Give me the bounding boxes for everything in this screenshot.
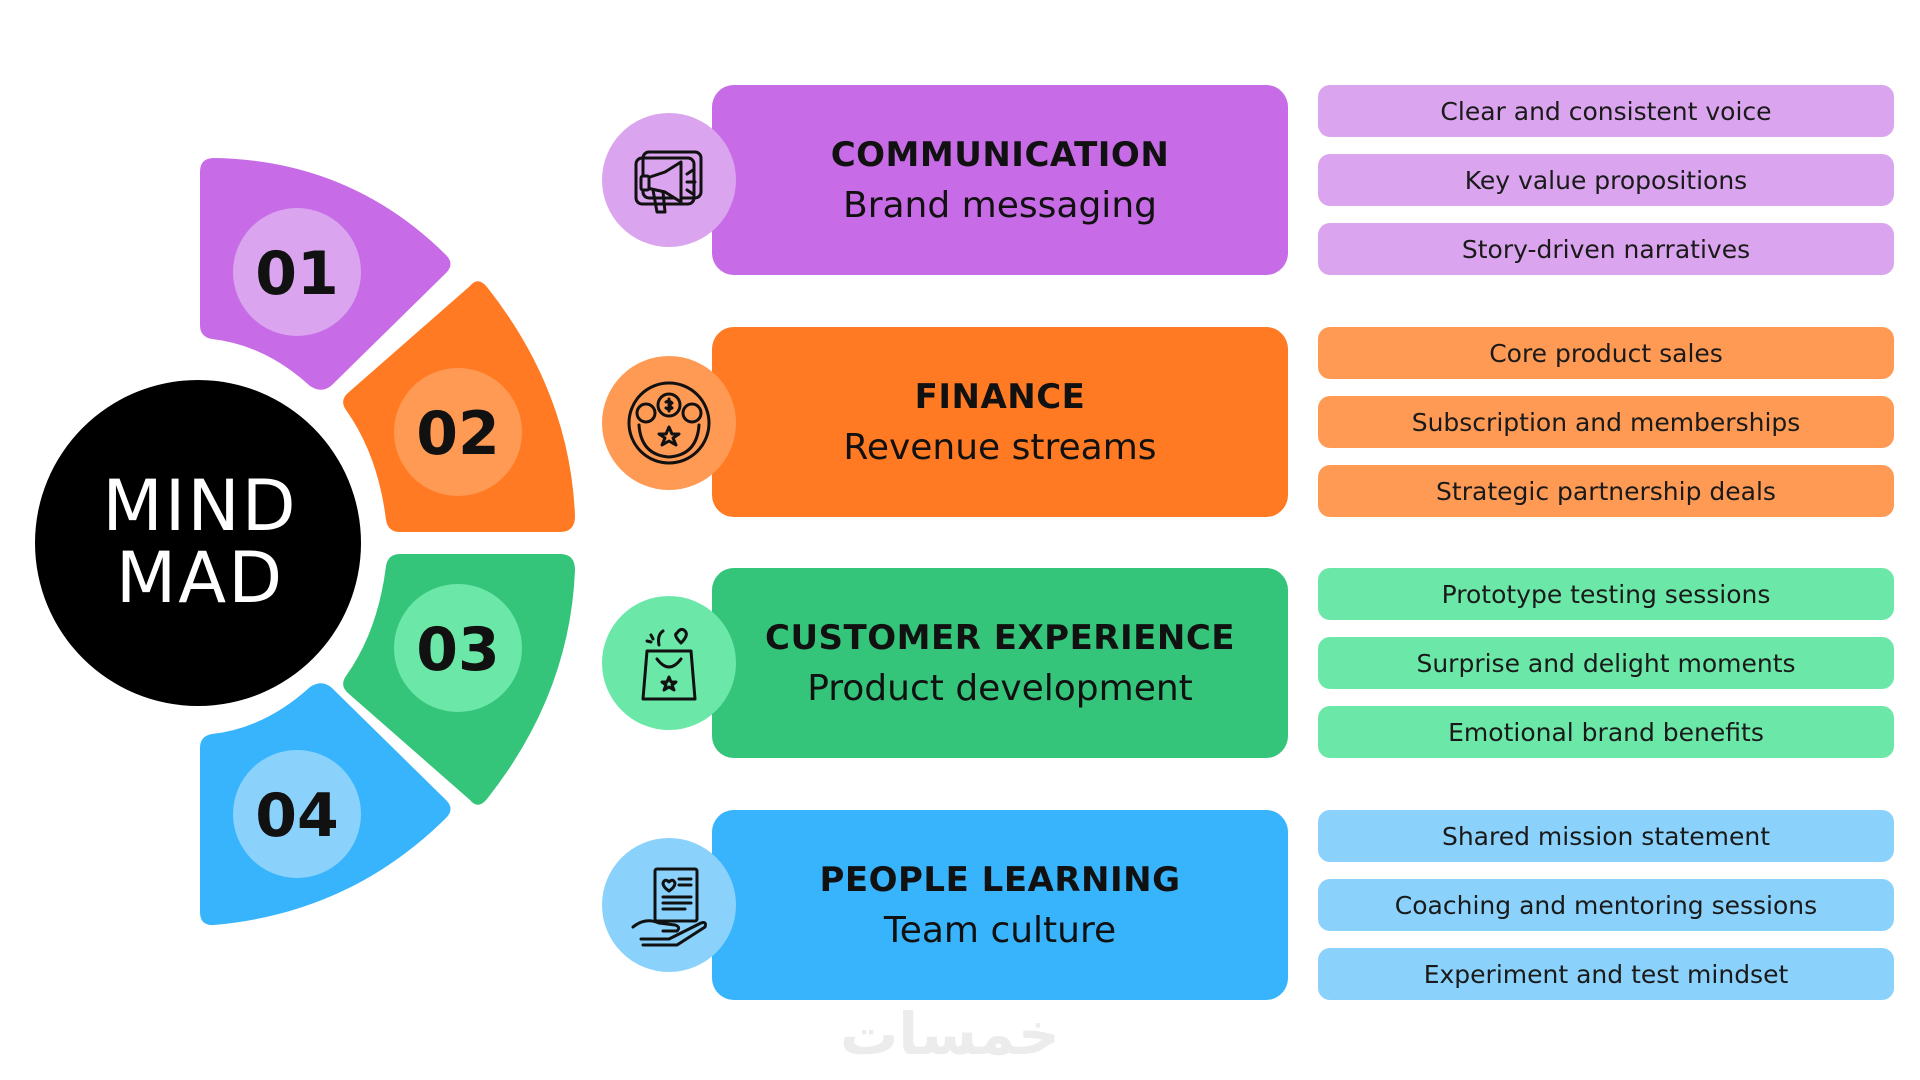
gift-bag-icon	[602, 596, 736, 730]
branch-subtitle: Brand messaging	[843, 184, 1157, 226]
branch-item: Emotional brand benefits	[1318, 706, 1894, 758]
segment-02-number: 02	[416, 399, 500, 469]
branch-title: COMMUNICATION	[830, 134, 1170, 175]
center-title-line1: MIND	[102, 465, 297, 547]
branch-item: Strategic partnership deals	[1318, 465, 1894, 517]
center-circle	[35, 380, 361, 706]
branch-subtitle: Team culture	[883, 909, 1117, 951]
watermark-logo: خمسات	[840, 1000, 1060, 1068]
branch-item: Prototype testing sessions	[1318, 568, 1894, 620]
segment-04-badge	[233, 750, 361, 878]
branch-card-finance: FINANCE Revenue streams	[712, 327, 1288, 517]
segment-01-badge	[233, 208, 361, 336]
coins-star-icon	[602, 356, 736, 490]
branch-item: Coaching and mentoring sessions	[1318, 879, 1894, 931]
megaphone-icon	[602, 113, 736, 247]
branch-item: Shared mission statement	[1318, 810, 1894, 862]
center-title-line2: MAD	[116, 537, 284, 619]
branch-title: FINANCE	[914, 376, 1086, 417]
segment-04-number: 04	[255, 781, 339, 851]
branch-item: Story-driven narratives	[1318, 223, 1894, 275]
branch-subtitle: Product development	[807, 667, 1193, 709]
branch-card-people-learning: PEOPLE LEARNING Team culture	[712, 810, 1288, 1000]
branch-item: Experiment and test mindset	[1318, 948, 1894, 1000]
branch-item: Subscription and memberships	[1318, 396, 1894, 448]
segment-01-number: 01	[255, 239, 339, 309]
segment-02-badge	[394, 368, 522, 496]
branch-item: Clear and consistent voice	[1318, 85, 1894, 137]
branch-card-customer-experience: CUSTOMER EXPERIENCE Product development	[712, 568, 1288, 758]
segment-03-badge	[394, 584, 522, 712]
branch-item: Key value propositions	[1318, 154, 1894, 206]
branch-title: PEOPLE LEARNING	[819, 859, 1181, 900]
hand-document-icon	[602, 838, 736, 972]
branch-card-communication: COMMUNICATION Brand messaging	[712, 85, 1288, 275]
segment-03-number: 03	[416, 615, 500, 685]
branch-item: Surprise and delight moments	[1318, 637, 1894, 689]
branch-subtitle: Revenue streams	[843, 426, 1157, 468]
branch-item: Core product sales	[1318, 327, 1894, 379]
branch-title: CUSTOMER EXPERIENCE	[765, 617, 1235, 658]
